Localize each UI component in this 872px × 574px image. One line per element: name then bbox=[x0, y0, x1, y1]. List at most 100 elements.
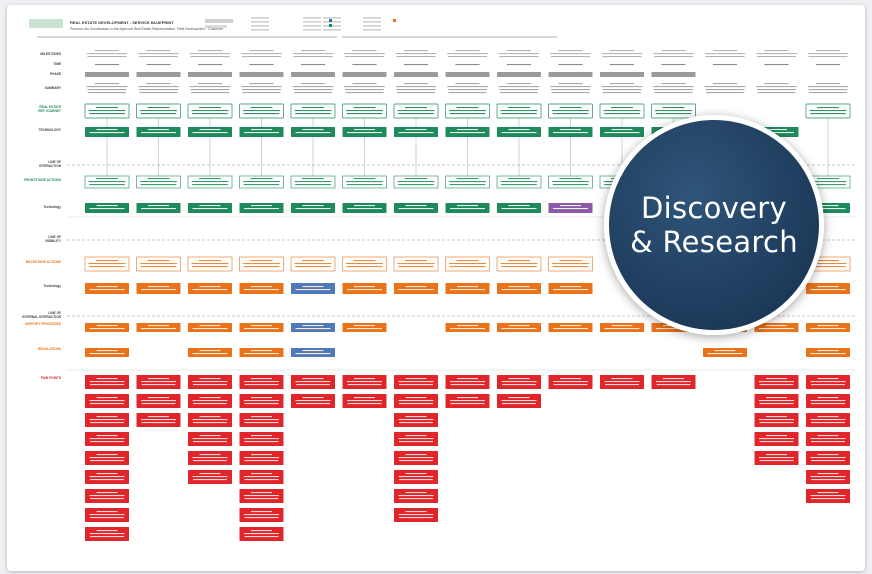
text-line bbox=[817, 378, 839, 380]
text-line bbox=[405, 473, 427, 475]
text-line bbox=[603, 92, 641, 94]
phase-bar bbox=[136, 72, 181, 77]
text-line bbox=[148, 129, 169, 131]
text-line bbox=[347, 381, 382, 383]
text-line bbox=[243, 266, 280, 268]
phase-bar bbox=[600, 72, 644, 77]
text-line bbox=[500, 263, 538, 265]
text-line bbox=[399, 460, 433, 462]
text-line bbox=[661, 50, 686, 52]
text-line bbox=[140, 113, 177, 115]
text-line bbox=[302, 397, 324, 399]
row-label: INTERNAL INTERACTION bbox=[22, 315, 61, 319]
text-line bbox=[808, 56, 848, 58]
text-line bbox=[189, 86, 231, 88]
text-line bbox=[501, 381, 537, 383]
text-line bbox=[244, 328, 279, 330]
text-line bbox=[90, 422, 124, 424]
text-line bbox=[251, 511, 272, 513]
text-line bbox=[403, 64, 429, 66]
text-line bbox=[506, 50, 532, 52]
text-line bbox=[560, 286, 581, 288]
text-line bbox=[294, 181, 332, 183]
legend-line bbox=[251, 29, 269, 31]
text-line bbox=[244, 457, 279, 459]
text-line bbox=[809, 263, 847, 265]
text-line bbox=[601, 53, 643, 55]
text-line bbox=[456, 260, 479, 262]
text-line bbox=[193, 460, 227, 462]
text-line bbox=[242, 92, 281, 94]
text-line bbox=[295, 113, 331, 115]
text-line bbox=[399, 403, 433, 405]
text-line bbox=[347, 384, 382, 386]
text-line bbox=[766, 435, 787, 437]
text-line bbox=[397, 92, 435, 94]
text-line bbox=[508, 129, 530, 131]
text-line bbox=[192, 419, 228, 421]
discovery-research-badge: Discovery & Research bbox=[604, 115, 824, 335]
text-line bbox=[499, 89, 539, 91]
text-line bbox=[704, 86, 746, 88]
text-line bbox=[550, 53, 591, 55]
text-line bbox=[500, 92, 538, 94]
text-line bbox=[604, 113, 640, 115]
text-line bbox=[146, 64, 171, 66]
phase-bar bbox=[85, 72, 129, 77]
text-line bbox=[609, 50, 635, 52]
text-line bbox=[450, 208, 485, 210]
text-line bbox=[552, 184, 589, 186]
text-line bbox=[346, 113, 383, 115]
text-line bbox=[759, 419, 794, 421]
text-line bbox=[405, 107, 427, 109]
legend-swatch bbox=[393, 19, 396, 22]
text-line bbox=[815, 83, 841, 85]
text-line bbox=[611, 378, 633, 380]
text-line bbox=[653, 56, 694, 58]
text-line bbox=[199, 286, 221, 288]
text-line bbox=[705, 56, 745, 58]
text-line bbox=[654, 92, 693, 94]
text-line bbox=[398, 381, 434, 383]
text-line bbox=[244, 381, 279, 383]
text-line bbox=[506, 64, 532, 66]
text-line bbox=[756, 89, 797, 91]
text-line bbox=[300, 50, 326, 52]
text-line bbox=[397, 181, 435, 183]
text-line bbox=[353, 260, 376, 262]
support-box bbox=[806, 323, 850, 332]
text-line bbox=[294, 263, 332, 265]
text-line bbox=[498, 53, 540, 55]
text-line bbox=[190, 89, 230, 91]
text-line bbox=[552, 113, 589, 115]
text-line bbox=[352, 50, 377, 52]
text-line bbox=[89, 208, 125, 210]
text-line bbox=[294, 92, 332, 94]
text-line bbox=[398, 419, 434, 421]
text-line bbox=[147, 178, 170, 180]
text-line bbox=[810, 438, 846, 440]
text-line bbox=[141, 208, 176, 210]
text-line bbox=[811, 403, 845, 405]
legend-line bbox=[303, 25, 321, 27]
text-line bbox=[251, 530, 272, 532]
text-line bbox=[602, 89, 642, 91]
text-line bbox=[89, 495, 125, 497]
text-line bbox=[191, 263, 229, 265]
text-line bbox=[302, 378, 324, 380]
text-line bbox=[193, 403, 227, 405]
text-line bbox=[766, 129, 787, 131]
text-line bbox=[295, 184, 331, 186]
text-line bbox=[251, 325, 272, 327]
text-line bbox=[96, 511, 118, 513]
text-line bbox=[89, 113, 125, 115]
text-line bbox=[759, 422, 794, 424]
text-line bbox=[346, 181, 383, 183]
text-line bbox=[811, 422, 845, 424]
text-line bbox=[96, 260, 118, 262]
text-line bbox=[661, 64, 686, 66]
text-line bbox=[450, 400, 485, 402]
text-line bbox=[501, 113, 537, 115]
text-line bbox=[199, 435, 221, 437]
text-line bbox=[810, 184, 846, 186]
